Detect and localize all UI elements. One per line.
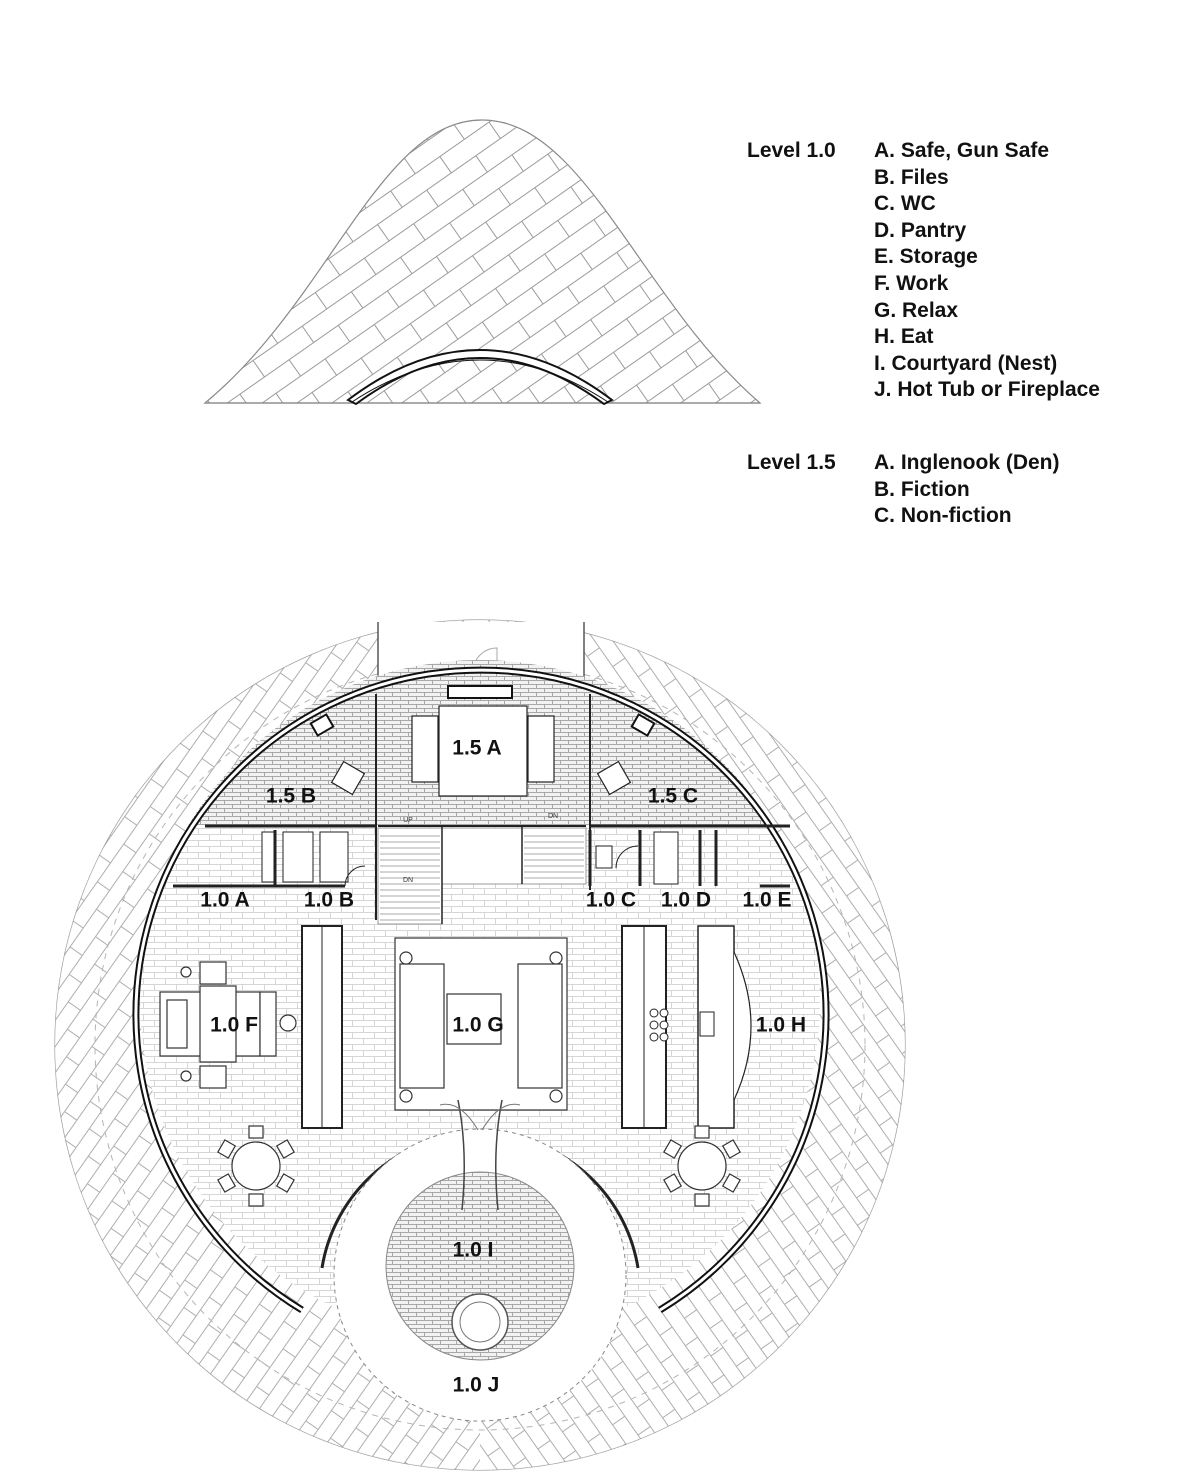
dining-chair	[694, 1125, 710, 1139]
label-1-5-a: 1.5 A	[452, 737, 501, 760]
legend-item: F. Work	[874, 271, 949, 295]
label-1-0-g: 1.0 G	[452, 1014, 503, 1037]
dining-tables	[217, 1125, 741, 1207]
dining-chair	[663, 1139, 683, 1159]
dining-chair	[217, 1173, 237, 1193]
stair-down-label-2: DN	[403, 877, 413, 884]
legend-item: C. Non-fiction	[874, 504, 1012, 528]
label-1-0-j: 1.0 J	[453, 1374, 500, 1397]
legend-item: E. Storage	[874, 245, 978, 269]
stairs: UP DN DN	[377, 813, 587, 925]
dining-chair	[275, 1173, 295, 1193]
legend-item: D. Pantry	[874, 218, 967, 242]
legend-item: G. Relax	[874, 298, 959, 322]
dining-chair	[248, 1125, 264, 1139]
partitions	[301, 925, 752, 1129]
dining-chair	[217, 1139, 237, 1159]
work-furniture	[159, 961, 297, 1089]
dining-chair	[721, 1139, 741, 1159]
legend-level-title: Level 1.0	[747, 139, 836, 162]
roof-elevation	[203, 119, 762, 406]
level-1-0-rooms	[173, 830, 790, 888]
stair-down-label: DN	[548, 813, 558, 820]
label-1-0-e: 1.0 E	[742, 889, 791, 912]
legend-item: B. Fiction	[874, 477, 970, 501]
label-1-0-a: 1.0 A	[200, 889, 249, 912]
stair-up-label: UP	[403, 817, 413, 824]
dining-chair	[663, 1173, 683, 1193]
dining-chair	[275, 1139, 295, 1159]
legend-item: A. Inglenook (Den)	[874, 451, 1060, 474]
legend-item: A. Safe, Gun Safe	[874, 139, 1050, 162]
legend-list: A. Inglenook (Den) B. Fiction C. Non-fic…	[874, 450, 1060, 530]
label-1-0-f: 1.0 F	[210, 1014, 258, 1037]
legend-item: H. Eat	[874, 325, 934, 349]
legend-item: B. Files	[874, 165, 949, 189]
label-1-0-i: 1.0 I	[453, 1239, 494, 1262]
label-1-5-c: 1.5 C	[648, 785, 698, 808]
courtyard	[320, 1099, 640, 1422]
label-1-0-b: 1.0 B	[304, 889, 354, 912]
level-1-5-structure	[205, 694, 790, 920]
label-1-0-h: 1.0 H	[756, 1014, 806, 1037]
dining-chair	[248, 1193, 264, 1207]
label-1-5-b: 1.5 B	[266, 785, 316, 808]
legend-level-title: Level 1.5	[747, 451, 836, 474]
label-1-0-d: 1.0 D	[661, 889, 711, 912]
legend-list: A. Safe, Gun Safe B. Files C. WC D. Pant…	[874, 138, 1100, 404]
main-wall	[132, 666, 830, 1313]
legend-item: J. Hot Tub or Fireplace	[874, 378, 1100, 402]
relax-furniture	[394, 937, 568, 1111]
legend-item: I. Courtyard (Nest)	[874, 351, 1058, 375]
dining-chair	[694, 1193, 710, 1207]
legend-item: C. WC	[874, 192, 936, 216]
label-1-0-c: 1.0 C	[586, 889, 636, 912]
dining-chair	[721, 1173, 741, 1193]
room-labels: 1.5 A 1.5 B 1.5 C 1.0 A 1.0 B 1.0 C 1.0 …	[200, 737, 806, 1397]
